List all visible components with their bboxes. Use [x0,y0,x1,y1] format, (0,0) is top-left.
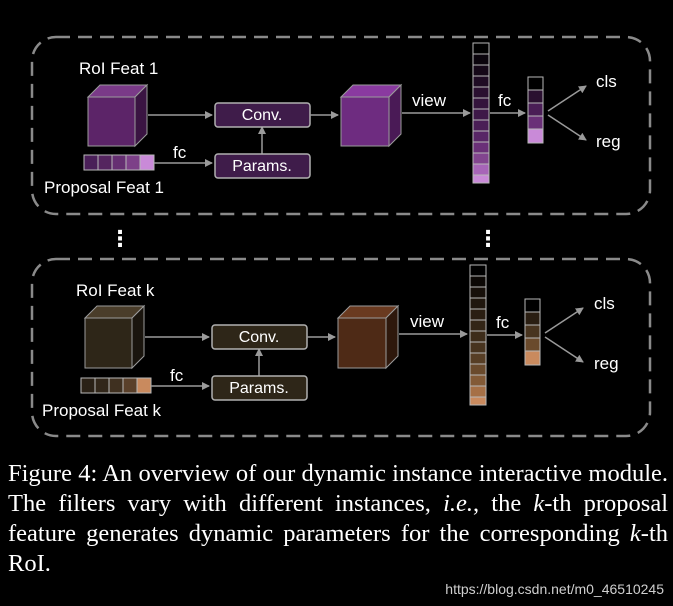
fc-output-column [524,298,541,366]
view-label: view [410,312,445,331]
cls-label: cls [594,294,615,313]
caption-text: Figure 4: An overview of our dynamic ins… [8,460,668,517]
params-label: Params. [229,380,289,397]
fc-output-column [527,76,544,144]
reg-arrow [547,114,587,141]
flattened-feature-column [472,42,490,184]
caption-k: k [533,490,545,517]
roi-feat-label: RoI Feat 1 [79,59,158,78]
roi-feat-label: RoI Feat k [76,281,155,300]
output-feature-cube [339,83,403,148]
fc-label-right: fc [498,91,512,110]
cls-label: cls [596,72,617,91]
instance-k-dashed-border [30,257,652,438]
ellipsis-right: ⋮ [477,227,499,252]
dynamic-instance-diagram: RoI Feat 1 Proposal Feat 1 fc Conv. Para… [30,35,652,438]
cls-arrow [547,85,587,112]
caption-text: -th RoI. [8,520,668,577]
roi-feature-cube [86,83,149,148]
roi-feature-cube [83,304,146,370]
fc-label-left: fc [170,366,184,385]
caption-ie: i.e. [443,490,474,517]
fc-label-left: fc [173,143,187,162]
watermark: https://blog.csdn.net/m0_46510245 [445,581,664,597]
figure-caption: Figure 4: An overview of our dynamic ins… [8,459,668,579]
cls-arrow [544,307,584,334]
params-label: Params. [232,158,292,175]
view-label: view [412,91,447,110]
conv-label: Conv. [242,107,283,124]
proposal-feature-vector [80,377,152,394]
output-feature-cube [336,304,400,370]
params-box [211,375,308,401]
instance-1-dashed-border [30,35,652,216]
fc-label-right: fc [496,313,510,332]
reg-label: reg [594,354,619,373]
reg-label: reg [596,132,621,151]
proposal-feat-label: Proposal Feat 1 [44,178,164,197]
instance-1-panel: RoI Feat 1 Proposal Feat 1 fc Conv. Para… [30,35,652,216]
reg-arrow [544,336,584,363]
caption-k: k [629,520,641,547]
caption-text: , the [473,490,534,517]
params-box [214,153,311,179]
conv-label: Conv. [239,329,280,346]
proposal-feature-vector [83,154,155,171]
caption-text: -th proposal feature generates dynamic p… [8,490,669,547]
proposal-feat-label: Proposal Feat k [42,401,162,420]
flattened-feature-column [469,264,487,406]
ellipsis-left: ⋮ [109,227,131,252]
instance-k-panel: RoI Feat k Proposal Feat k fc Conv. Para… [30,257,652,438]
